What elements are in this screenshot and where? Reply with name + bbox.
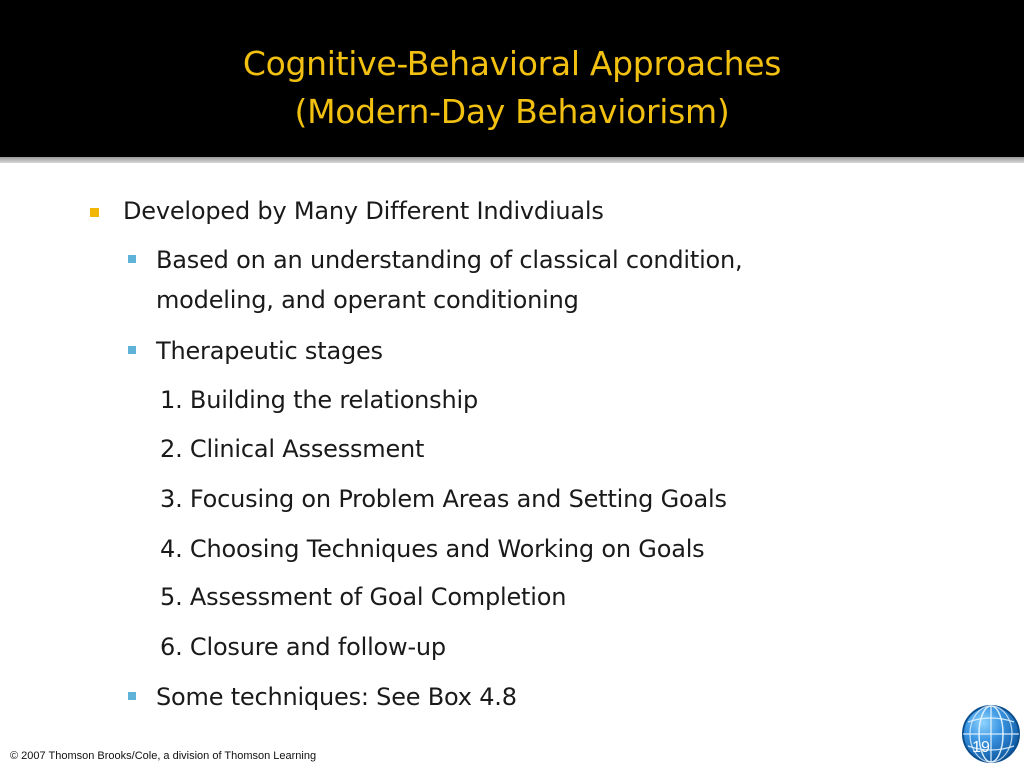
slide-title: Cognitive-Behavioral Approaches (Modern-… — [0, 40, 1024, 136]
title-divider — [0, 157, 1024, 163]
therapeutic-stage-5: 5. Assessment of Goal Completion — [160, 583, 567, 611]
slide-page-number: 19 — [972, 739, 990, 756]
bullet-marker-level2 — [128, 255, 136, 263]
bullet-level1-text: Developed by Many Different Indivdiuals — [123, 197, 604, 225]
bullet-level2-text-line-2: modeling, and operant conditioning — [156, 286, 579, 314]
therapeutic-stage-4: 4. Choosing Techniques and Working on Go… — [160, 535, 705, 563]
bullet-level2-text: Some techniques: See Box 4.8 — [156, 683, 517, 711]
therapeutic-stage-2: 2. Clinical Assessment — [160, 435, 425, 463]
bullet-level2-text-line-1: Based on an understanding of classical c… — [156, 246, 743, 274]
therapeutic-stage-6: 6. Closure and follow-up — [160, 633, 446, 661]
copyright-footer: © 2007 Thomson Brooks/Cole, a division o… — [10, 750, 317, 762]
bullet-marker-level1 — [90, 208, 99, 217]
bullet-marker-level2 — [128, 692, 136, 700]
bullet-marker-level2 — [128, 346, 136, 354]
bullet-level2-text: Therapeutic stages — [156, 337, 383, 365]
therapeutic-stage-1: 1. Building the relationship — [160, 386, 479, 414]
globe-icon — [960, 703, 1022, 765]
slide-title-line-2: (Modern-Day Behaviorism) — [294, 92, 730, 131]
slide-title-line-1: Cognitive-Behavioral Approaches — [242, 44, 782, 83]
therapeutic-stage-3: 3. Focusing on Problem Areas and Setting… — [160, 485, 727, 513]
title-bar — [0, 0, 1024, 157]
